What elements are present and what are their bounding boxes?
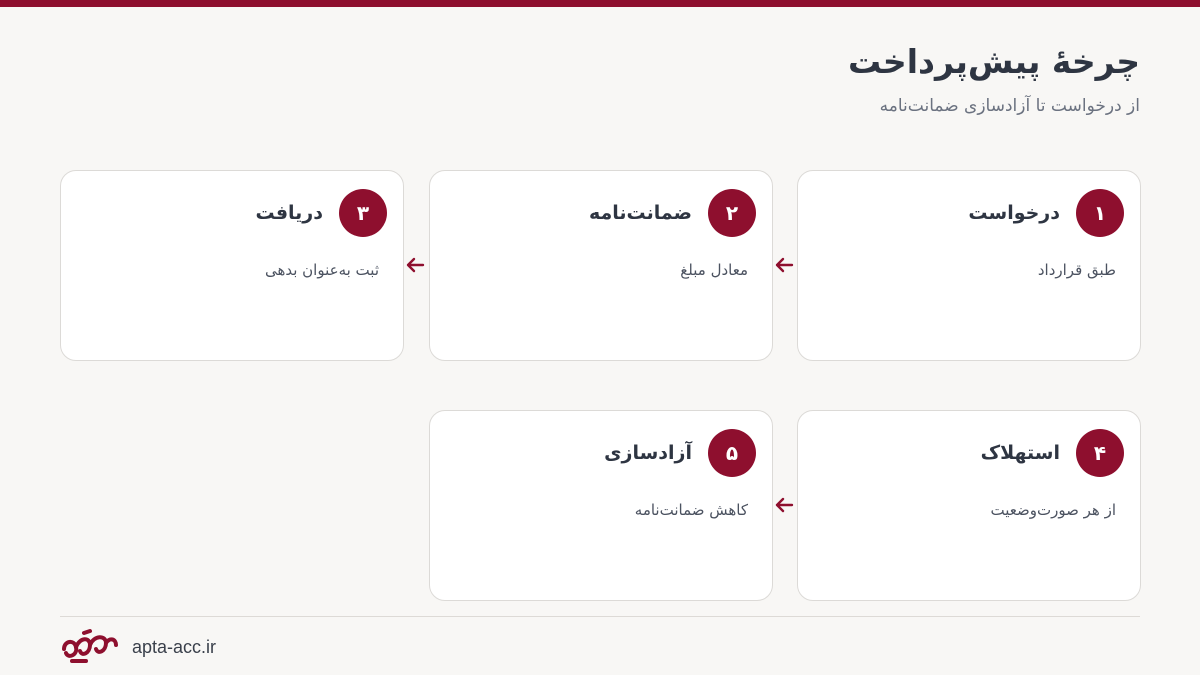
step-number-badge: ۳ — [339, 189, 387, 237]
flow-arrow-icon — [775, 257, 794, 273]
step-card-header: ۵ آزادسازی — [604, 429, 756, 477]
step-card-2: ۲ ضمانت‌نامه معادل مبلغ — [429, 170, 773, 361]
step-card-header: ۱ درخواست — [968, 189, 1124, 237]
page-subtitle: از درخواست تا آزادسازی ضمانت‌نامه — [879, 96, 1140, 116]
step-title: ضمانت‌نامه — [588, 202, 692, 224]
flow-arrow-icon — [775, 497, 794, 513]
step-number-badge: ۴ — [1076, 429, 1124, 477]
step-number-badge: ۵ — [708, 429, 756, 477]
step-card-header: ۴ استهلاک — [981, 429, 1124, 477]
step-title: آزادسازی — [604, 442, 692, 464]
step-number-badge: ۱ — [1076, 189, 1124, 237]
page-title: چرخهٔ پیش‌پرداخت — [848, 42, 1140, 81]
step-description: معادل مبلغ — [680, 261, 748, 279]
step-description: طبق قرارداد — [1037, 261, 1116, 279]
step-title: استهلاک — [980, 442, 1060, 464]
page-header: چرخهٔ پیش‌پرداخت از درخواست تا آزادسازی … — [848, 40, 1140, 118]
step-number-badge: ۲ — [708, 189, 756, 237]
footer: apta-acc.ir — [60, 627, 216, 667]
step-card-3: ۳ دریافت ثبت به‌عنوان بدهی — [60, 170, 404, 361]
top-accent-bar — [0, 0, 1200, 7]
flow-arrow-icon — [406, 257, 425, 273]
step-card-4: ۴ استهلاک از هر صورت‌وضعیت — [797, 410, 1141, 601]
step-description: ثبت به‌عنوان بدهی — [264, 261, 379, 279]
step-card-header: ۲ ضمانت‌نامه — [589, 189, 756, 237]
step-description: از هر صورت‌وضعیت — [990, 501, 1116, 519]
site-url[interactable]: apta-acc.ir — [132, 636, 217, 657]
step-description: کاهش ضمانت‌نامه — [634, 501, 748, 519]
apta-logo-icon — [62, 629, 118, 663]
footer-divider — [60, 616, 1140, 617]
step-card-1: ۱ درخواست طبق قرارداد — [797, 170, 1141, 361]
step-title: درخواست — [968, 202, 1060, 224]
step-card-header: ۳ دریافت — [255, 189, 387, 237]
step-title: دریافت — [255, 202, 323, 224]
step-card-5: ۵ آزادسازی کاهش ضمانت‌نامه — [429, 410, 773, 601]
